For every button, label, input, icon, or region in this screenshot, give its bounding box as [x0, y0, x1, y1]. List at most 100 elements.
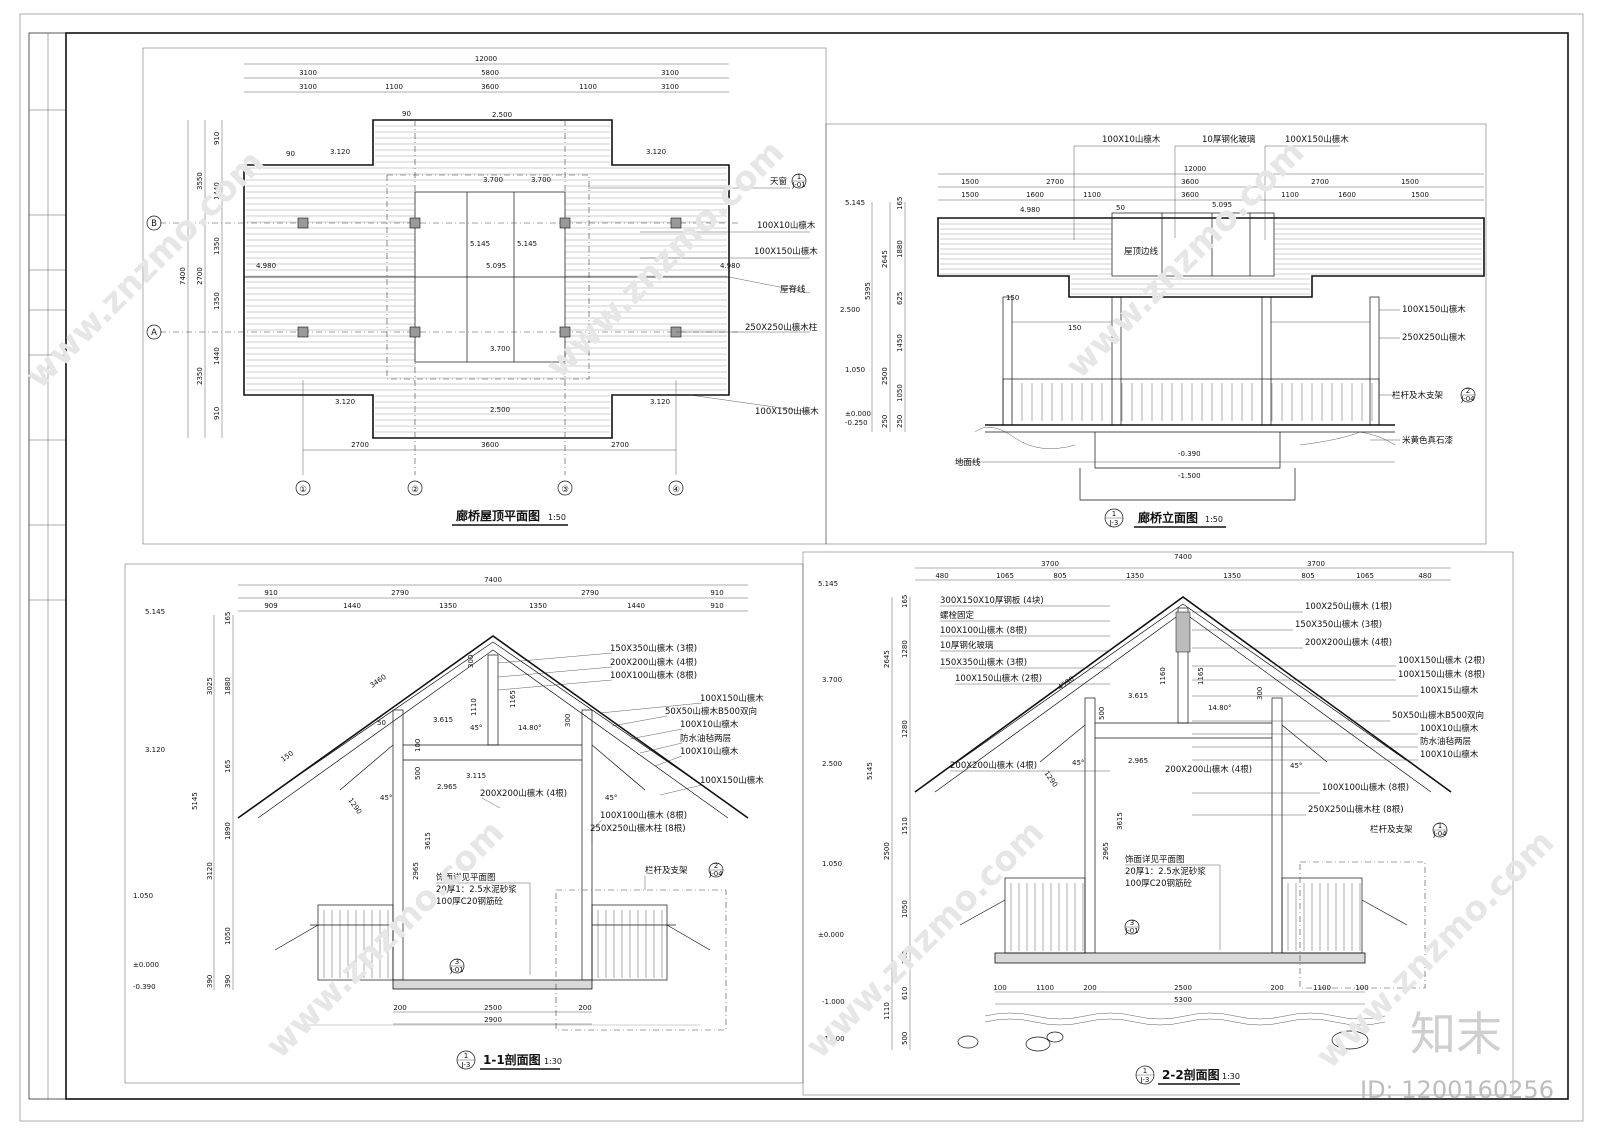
inner: 1110	[470, 698, 478, 716]
dim: 1100	[385, 83, 403, 91]
dim: 7400	[484, 576, 502, 584]
dim: 390	[224, 975, 232, 988]
dim: 805	[1301, 572, 1314, 580]
drawing-title: 1-1剖面图	[483, 1052, 541, 1067]
dim: 2700	[611, 441, 629, 449]
dim: 1500	[1411, 191, 1429, 199]
dim: 1440	[213, 347, 221, 365]
tag-num: 3	[1130, 919, 1134, 927]
callout-leader	[654, 755, 683, 767]
dim: 150	[1006, 294, 1019, 302]
dim: 2790	[581, 589, 599, 597]
level: -1.500	[822, 1035, 845, 1043]
inner: 45°	[380, 794, 392, 802]
dim: 2700	[1046, 178, 1064, 186]
dim: 250	[881, 415, 889, 428]
dim: 250	[896, 415, 904, 428]
tag-sheet: J-01	[791, 181, 805, 189]
callout-label: 100X150山檩木 (8根)	[1398, 669, 1485, 680]
dim: 100	[993, 984, 1006, 992]
dim: 165	[896, 197, 904, 210]
callout-label: 100X100山檩木 (8根)	[1322, 782, 1409, 793]
dim: 1500	[1401, 178, 1419, 186]
axis-label: ①	[299, 485, 307, 495]
callout: 10厚钢化玻璃	[1202, 134, 1256, 145]
drawing-scale: 1:50	[1205, 515, 1223, 524]
dim: 1890	[224, 822, 232, 840]
callout-label: 200X200山檩木 (4根)	[610, 657, 697, 668]
inner: 2965	[1102, 842, 1110, 860]
dim: 3700	[1307, 560, 1325, 568]
elev: 5.095	[486, 262, 506, 270]
level: 2.500	[822, 760, 842, 768]
callout-leader	[629, 728, 683, 740]
dim: 5300	[1174, 996, 1192, 1004]
inner: 1290	[346, 797, 363, 816]
dim: 500	[901, 1032, 909, 1045]
callout-label: 200X200山檩木 (4根)	[480, 788, 567, 799]
dim: 1600	[1338, 191, 1356, 199]
dim: 1500	[961, 178, 979, 186]
elev: 5.145	[517, 240, 537, 248]
dim: 1065	[1356, 572, 1374, 580]
dim: 2350	[196, 367, 204, 385]
section2-panel	[802, 551, 1514, 1096]
level: -1.500	[1178, 472, 1201, 480]
dim: 90	[402, 110, 411, 118]
inner: 2.965	[1128, 757, 1148, 765]
callout-label: 100X100山檩木 (8根)	[600, 810, 687, 821]
watermark-text: www.znzmo.com	[538, 132, 792, 386]
drawing-title: 廊桥立面图	[1138, 510, 1198, 525]
dim: 910	[264, 589, 277, 597]
dim: 3600	[1181, 178, 1199, 186]
dim: 625	[896, 292, 904, 305]
dim: 150	[1068, 324, 1081, 332]
inner: 3.615	[1128, 692, 1148, 700]
dim: 3550	[196, 172, 204, 190]
inner: 2965	[412, 862, 420, 880]
callout-label: 100X100山檩木 (8根)	[610, 670, 697, 681]
watermark-text: www.znzmo.com	[798, 812, 1052, 1066]
dim: 1350	[1126, 572, 1144, 580]
section-2-2: 165 1280 2645 1280 2500 5145 1510 1050 3…	[818, 553, 1485, 1085]
dim: 2700	[1311, 178, 1329, 186]
tag-sheet: J-04	[708, 870, 723, 878]
axis-label: ③	[561, 485, 569, 495]
dim: 1050	[896, 384, 904, 402]
callout-label: 100X10山檩木	[1420, 749, 1479, 760]
dim: 5145	[866, 762, 874, 780]
floor-note: 100厚C20钢筋砼	[1125, 878, 1192, 889]
callout: 100X10山檩木	[757, 220, 816, 231]
dim: 1100	[1083, 191, 1101, 199]
floor-note: 饰面详见平面图	[436, 872, 496, 883]
callout-leader	[497, 666, 613, 678]
watermark-text: www.znzmo.com	[258, 812, 512, 1066]
callout: 栏杆及支架	[645, 865, 688, 876]
tag-num: 3	[455, 958, 459, 966]
dim: 3600	[481, 83, 499, 91]
dim: 200	[1270, 984, 1283, 992]
floor-note: 20厚1：2.5水泥砂浆	[436, 884, 517, 895]
drawing-scale: 1:30	[1222, 1072, 1240, 1081]
dim: 1440	[213, 182, 221, 200]
dim: 5145	[191, 792, 199, 810]
dim: 1050	[224, 927, 232, 945]
callout-label: 50X50山檩木B500双向	[665, 706, 757, 717]
elev: 2.500	[490, 406, 510, 414]
callout: 天窗	[770, 176, 787, 187]
floor-note: 饰面详见平面图	[1125, 854, 1185, 865]
dim: 200	[1083, 984, 1096, 992]
callout-label: 300X150X10厚钢板 (4块)	[940, 595, 1044, 606]
callout-leader	[497, 652, 613, 664]
callout: 250X250山檩木柱	[745, 322, 818, 333]
callout: 栏杆及木支架	[1392, 390, 1444, 401]
level: -0.250	[845, 419, 868, 427]
dim: 1350	[439, 602, 457, 610]
inner: 14.80°	[518, 724, 542, 732]
level: -0.390	[1178, 450, 1201, 458]
elev: 3.120	[330, 148, 350, 156]
callout-leader	[591, 819, 603, 831]
callout: 100X150山檩木	[754, 246, 818, 257]
callout-label: 100X150山檩木 (2根)	[1398, 655, 1485, 666]
in-label: 屋顶边线	[1124, 246, 1159, 257]
